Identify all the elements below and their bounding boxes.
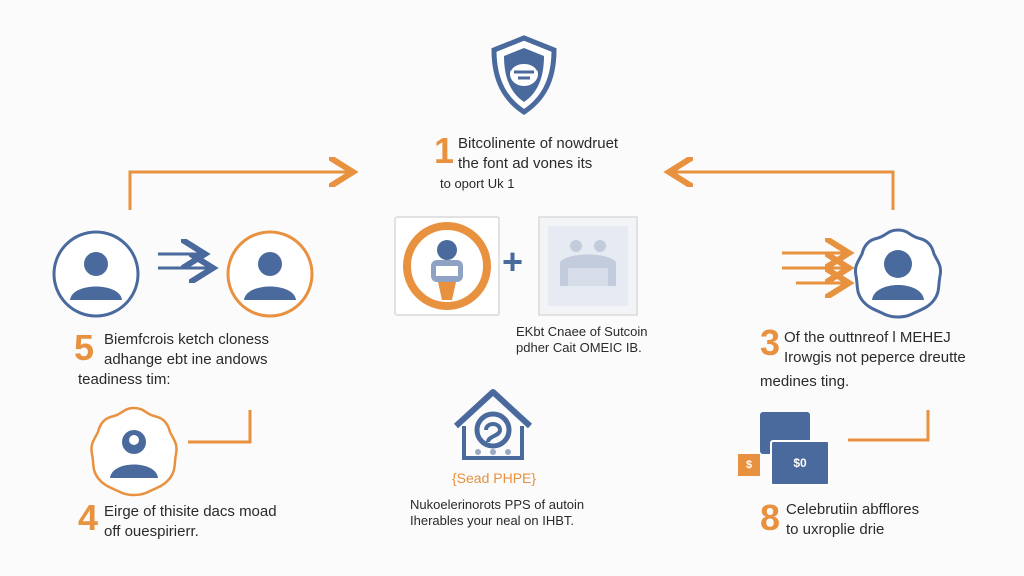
step-bottom-left-line1: Eirge of thisite dacs moad bbox=[104, 503, 277, 520]
step-bottom-right-line2: to uxroplie drie bbox=[786, 521, 885, 538]
step-right-line1: Of the outtnreof l MEHEJ bbox=[784, 329, 951, 346]
step-left-line3: teadiness tim: bbox=[78, 371, 171, 388]
center-caption-line1: EKbt Cnaee of Sutcoin bbox=[516, 324, 648, 339]
step-text-top: Bitcolinente of nowdruet the font ad von… bbox=[458, 134, 618, 174]
cards-icon: $0 $ bbox=[738, 412, 830, 486]
bottom-center-line1: Nukoelerinorots PPS of autoin bbox=[410, 497, 585, 512]
house-label: {Sead PHPE} bbox=[452, 470, 537, 486]
step-top-line3: to oport Uk 1 bbox=[440, 176, 515, 191]
person-coin-icon bbox=[394, 216, 500, 316]
connector-bottom-right bbox=[848, 410, 930, 442]
person-icon bbox=[854, 228, 942, 319]
house-icon bbox=[453, 389, 533, 460]
center-caption-line2: pdher Cait OMEIC IB. bbox=[516, 340, 642, 355]
step-text-bottom-right: Celebrutiin abfflores to uxroplie drie bbox=[786, 500, 919, 540]
shield-icon bbox=[491, 35, 557, 116]
group-card-icon bbox=[538, 216, 638, 316]
card-small: $ bbox=[738, 454, 760, 476]
step-bottom-right-line1: Celebrutiin abfflores bbox=[786, 501, 920, 518]
step-right-line2: Irowgis not peperce dreutte bbox=[784, 349, 966, 366]
card-front: $0 bbox=[770, 440, 830, 486]
connector-bottom-left bbox=[188, 410, 252, 444]
plus-sign: + bbox=[502, 241, 524, 282]
step-left-line2: adhange ebt ine andows bbox=[104, 351, 268, 368]
bottom-center-line2: Iherables your neal on IHBT. bbox=[410, 513, 575, 528]
person-badge-icon bbox=[90, 406, 178, 497]
step-text-left: Biemfcrois ketch cloness adhange ebt ine… bbox=[104, 330, 269, 370]
step-left-line1: Biemfcrois ketch cloness bbox=[104, 331, 270, 348]
step-bottom-left-line2: off ouespirierr. bbox=[104, 523, 199, 540]
person-icon bbox=[52, 230, 140, 318]
connector-left-top bbox=[128, 172, 350, 210]
step-right-line3: medines ting. bbox=[760, 373, 850, 390]
connector-right-top bbox=[672, 172, 895, 210]
step-number-top: 1 bbox=[434, 130, 455, 171]
step-number-bottom-left: 4 bbox=[78, 497, 99, 538]
step-top-line2: the font ad vones its bbox=[458, 155, 593, 172]
center-caption: EKbt Cnaee of Sutcoin pdher Cait OMEIC I… bbox=[516, 324, 648, 356]
step-text-bottom-center: Nukoelerinorots PPS of autoin Iherables … bbox=[410, 497, 584, 529]
step-top-line1: Bitcolinente of nowdruet bbox=[458, 135, 619, 152]
step-number-right: 3 bbox=[760, 322, 781, 363]
person-icon bbox=[226, 230, 314, 318]
step-number-bottom-right: 8 bbox=[760, 497, 781, 538]
step-text-right: Of the outtnreof l MEHEJ Irowgis not pep… bbox=[784, 328, 966, 368]
step-text-bottom-left: Eirge of thisite dacs moad off ouespirie… bbox=[104, 502, 277, 542]
step-number-left: 5 bbox=[74, 327, 95, 368]
